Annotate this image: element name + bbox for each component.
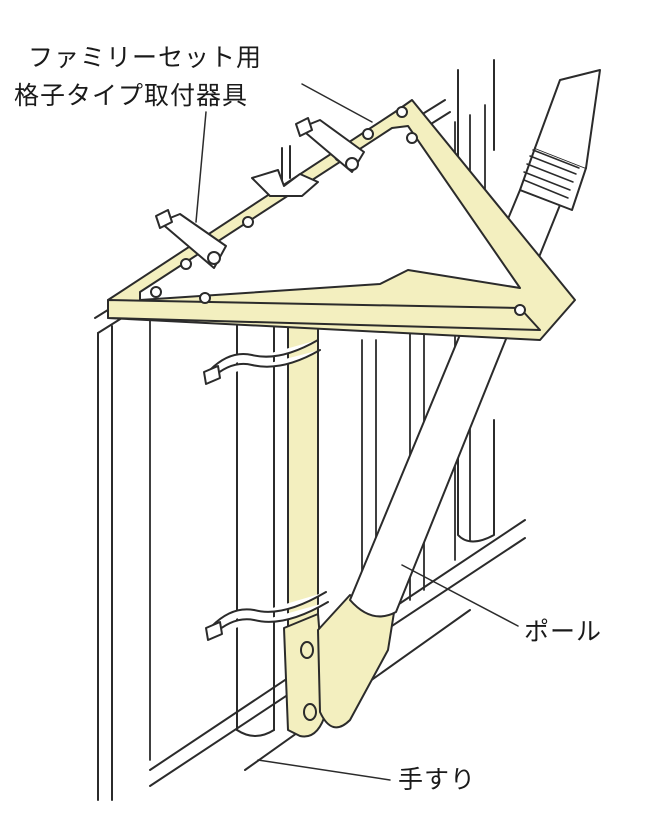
- bracket-label-line2: 格子タイプ取付器具: [14, 81, 249, 110]
- pole-collar: [523, 149, 580, 199]
- back-rail-pipe: [457, 59, 495, 543]
- clamp-center: [251, 145, 319, 197]
- u-bolt-upper: [203, 339, 321, 385]
- clamp-right: [295, 117, 365, 173]
- triangle-bracket: [107, 99, 576, 341]
- bracket-label-line1: ファミリーセット用: [28, 43, 263, 72]
- u-bolt-lower: [205, 591, 329, 641]
- leader-lines: [195, 83, 519, 781]
- handrail-label: 手すり: [398, 765, 477, 794]
- clamp-left: [155, 209, 227, 269]
- handrail-pipe: [236, 294, 275, 737]
- pole-label: ポール: [524, 617, 603, 646]
